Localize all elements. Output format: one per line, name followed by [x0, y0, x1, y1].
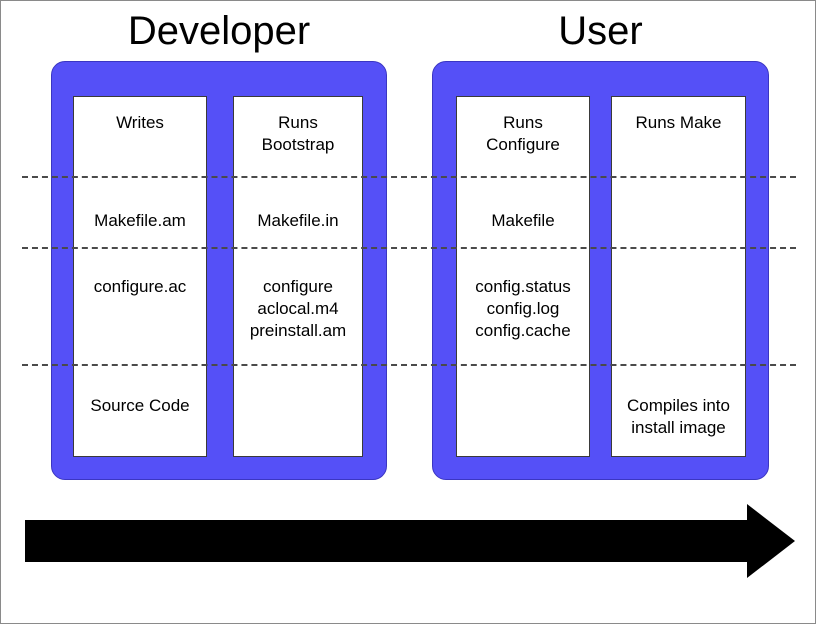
column-writes: Writes Makefile.am configure.ac Source C…: [73, 96, 207, 457]
cell-writes-makefile-am: Makefile.am: [94, 211, 186, 230]
cell-bootstrap-empty: [234, 380, 362, 458]
cell-writes-configure-ac: configure.ac: [93, 277, 187, 296]
separator-line-2: [22, 247, 796, 249]
group-title-user: User: [558, 9, 643, 53]
flow-arrow-icon: [25, 504, 795, 578]
cell-writes-source-code: Source Code: [90, 396, 190, 415]
cell-writes-header: Writes: [116, 113, 164, 132]
cell-make-header: Runs Make: [635, 113, 722, 132]
separator-line-1: [22, 176, 796, 178]
cell-make-empty-1: [612, 192, 745, 261]
cell-configure-makefile: Makefile: [491, 211, 555, 230]
cell-bootstrap-makefile-in: Makefile.in: [257, 211, 339, 230]
separator-line-3: [22, 364, 796, 366]
cell-configure-empty: [457, 380, 589, 458]
cell-make-empty-2: [612, 262, 745, 378]
group-title-developer: Developer: [127, 9, 311, 53]
